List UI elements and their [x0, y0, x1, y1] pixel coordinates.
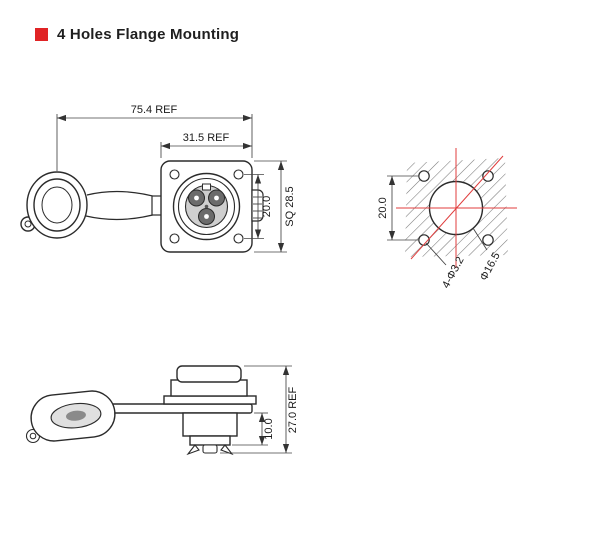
cutout-hole-bl [418, 234, 430, 246]
label-mounting-holes: 4-Φ3.2 [440, 255, 466, 291]
dim-label-pitch: 20.0 [377, 197, 389, 218]
cutout-hole-tr [482, 170, 494, 182]
dust-cap-side [25, 390, 116, 444]
dim-label-total-width: 75.4 REF [131, 104, 178, 116]
mount-hole-tr [233, 169, 244, 180]
side-view [25, 365, 257, 456]
mount-hole-tl [169, 169, 180, 180]
body-below-panel [182, 412, 238, 456]
mount-hole-bl [169, 233, 180, 244]
front-dimension-labels: 75.4 REF 31.5 REF 20.0 SQ 28.5 [131, 104, 296, 227]
cap-strap [85, 190, 163, 221]
mounting-dimensions [387, 175, 418, 241]
mounting-view: 20.0 4-Φ3.2 Φ16.5 [377, 148, 517, 290]
section-bullet-icon [35, 28, 48, 41]
keyway [202, 183, 211, 191]
front-view [20, 160, 264, 253]
front-dimensions [56, 114, 287, 253]
contact-pins [188, 189, 225, 225]
body-above-panel [163, 365, 257, 405]
side-dimensions [220, 365, 292, 454]
side-dimension-labels: 10.0 27.0 REF [263, 386, 299, 439]
rear-stub [202, 444, 218, 454]
leader-lines [425, 227, 488, 266]
dust-cap [26, 171, 88, 239]
section-title: 4 Holes Flange Mounting [57, 26, 240, 43]
snap-hook-right [220, 444, 234, 456]
dim-label-square: SQ 28.5 [284, 186, 296, 226]
dim-label-panel-depth: 10.0 [263, 418, 275, 439]
mount-hole-br [233, 233, 244, 244]
cutout-hole-br [482, 234, 494, 246]
centerlines [396, 148, 517, 268]
dim-label-flange-width: 31.5 REF [183, 132, 230, 144]
dim-label-total-depth: 27.0 REF [287, 386, 299, 433]
flange-body [160, 160, 264, 253]
dim-label-hole-pitch: 20.0 [261, 196, 273, 217]
cutout-hole-tl [418, 170, 430, 182]
section-header: 4 Holes Flange Mounting [35, 26, 239, 43]
snap-hook-left [186, 444, 200, 456]
